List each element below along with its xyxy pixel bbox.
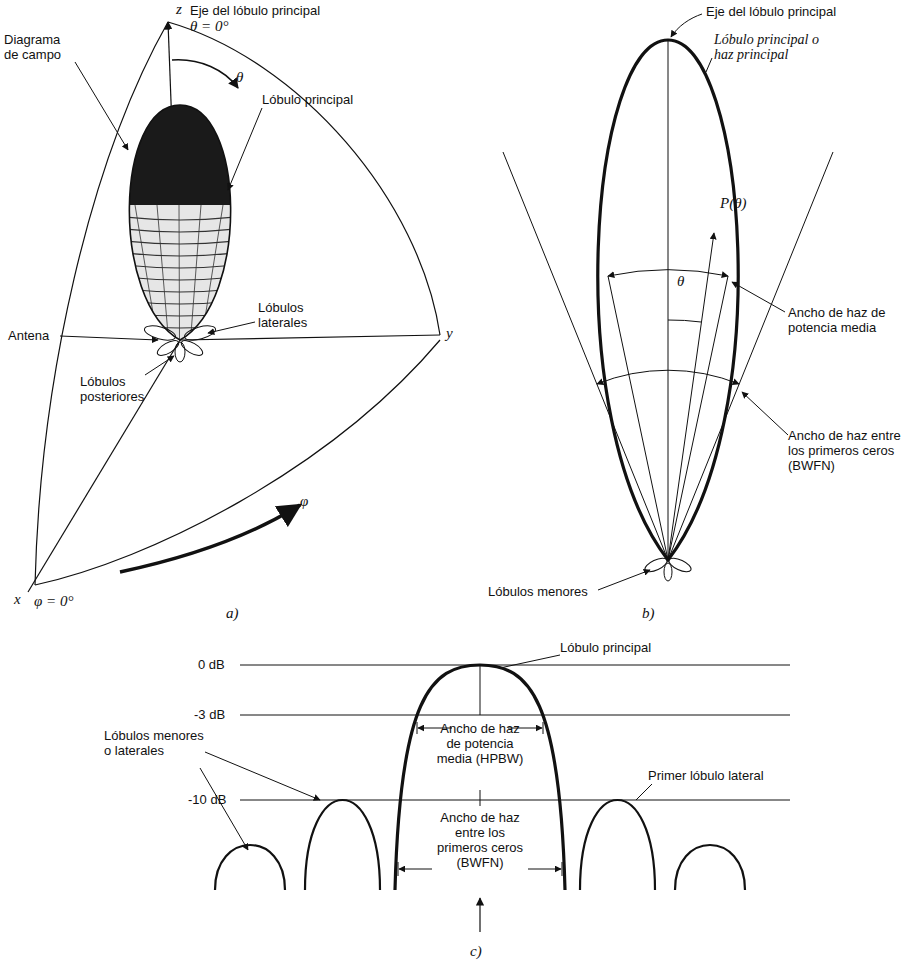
label: Antena [8,328,49,343]
label: Lóbulo principal o haz principal [714,32,834,62]
label: c) [470,944,482,959]
label: Ancho de haz de potencia media (HPBW) [432,721,528,766]
label: b) [642,606,655,621]
hatch-line [110,323,250,328]
label: φ = 0° [34,594,73,609]
label: y [446,326,453,341]
hatch-line [110,299,250,304]
panel-b [503,14,833,590]
label: Eje del lóbulo principal [190,3,320,18]
hatch-line [191,205,202,340]
label: Ancho de haz entre los primeros ceros (B… [788,428,906,473]
label: Lóbulos menores [488,584,588,599]
hatch-line [202,205,224,340]
label: Primer lóbulo lateral [648,768,764,783]
label: P(θ) [720,196,747,211]
panel-c [200,655,790,932]
hatch-line [110,263,250,268]
label: φ [300,494,308,509]
hatch-line [110,311,250,316]
hatch-line [135,205,158,340]
panel-a [28,22,440,592]
label: Lóbulos laterales [258,300,328,330]
label: x [14,592,21,607]
hatch-line [179,205,181,340]
label: Lóbulos menores o laterales [104,728,214,758]
label: Eje del lóbulo principal [706,4,836,19]
hatch-line [110,287,250,292]
label: Lóbulo principal [262,92,353,107]
label: Ancho de haz entre los primeros ceros (B… [430,810,530,870]
label: z [176,2,182,17]
label: Lóbulos posteriores [80,374,160,404]
hatch-line [110,215,250,220]
label: -10 dB [188,792,226,807]
label: θ = 0° [190,19,229,34]
label: -3 dB [194,707,225,722]
label: Lóbulo principal [560,640,651,655]
label: a) [226,606,239,621]
label: θ [677,274,684,289]
label: Diagrama de campo [4,32,76,62]
label: 0 dB [198,657,225,672]
hatch-line [110,227,250,232]
label: Ancho de haz de potencia media [788,305,906,335]
label: θ [236,70,243,85]
hatch-line [110,275,250,280]
hatch-line [110,251,250,256]
